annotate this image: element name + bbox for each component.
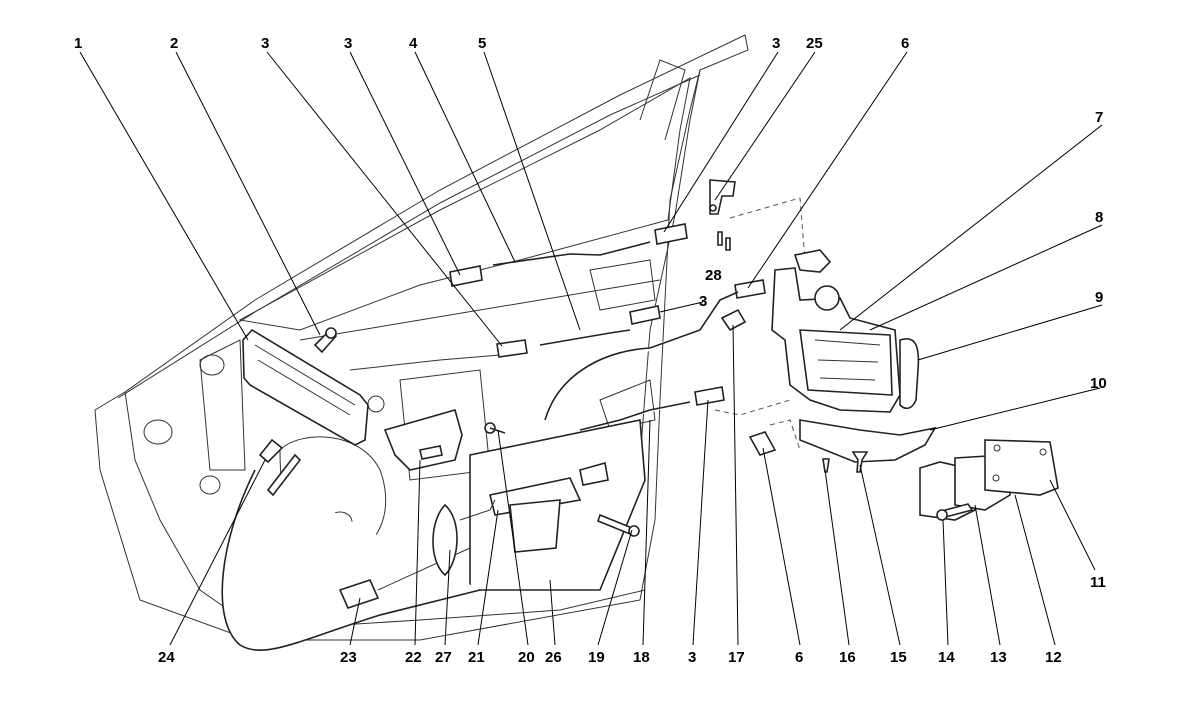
part-9-cover [899,338,920,410]
callout-11: 11 [1090,574,1106,591]
part-17-clip [720,308,747,332]
part-22-bracket [383,409,463,471]
part-25-bracket [709,179,736,215]
leader-lines [79,51,1103,646]
callout-3c: 3 [772,35,780,52]
callout-7: 7 [1095,109,1103,126]
part-3-pads [449,223,777,456]
callout-15: 15 [890,649,907,666]
callout-2: 2 [170,35,178,52]
callout-17: 17 [728,649,745,666]
part-27-loop [432,503,458,577]
callout-28: 28 [705,267,722,284]
callout-3a: 3 [261,35,269,52]
callout-23: 23 [340,649,357,666]
part-10-seal [799,419,937,463]
callout-labels: 1 2 3 3 4 5 3 25 6 7 8 9 28 3 10 11 24 2… [74,35,1107,666]
callout-20: 20 [518,649,535,666]
part-26-actuator [469,419,646,591]
part-19-bolt [597,513,640,537]
part-21-cable [459,499,496,521]
callout-1: 1 [74,35,82,52]
callout-3d: 3 [699,293,707,310]
part-28-bolts [717,231,731,251]
part-2-screw [313,327,338,354]
callout-9: 9 [1095,289,1103,306]
part-4-rod [492,241,651,266]
callout-19: 19 [588,649,605,666]
callout-24: 24 [158,649,175,666]
callout-22: 22 [405,649,422,666]
callout-8: 8 [1095,209,1103,226]
callout-3e: 3 [688,649,696,666]
part-18-cable [544,291,739,431]
part-20-screw [484,422,506,434]
callout-5: 5 [478,35,486,52]
part-1-panel [242,328,369,446]
callout-13: 13 [990,649,1007,666]
part-11-14-hinge [919,439,1059,521]
assembly-guide-lines [714,197,806,451]
callout-6b: 6 [795,649,803,666]
callout-27: 27 [435,649,452,666]
callout-18: 18 [633,649,650,666]
door-shell [94,34,749,641]
callout-10: 10 [1090,375,1107,392]
part-7-8-lock-assembly [771,249,901,413]
part-5-rod [539,329,631,346]
callout-25: 25 [806,35,823,52]
callout-26: 26 [545,649,562,666]
part-24-cable [221,438,481,651]
callout-6a: 6 [901,35,909,52]
callout-4: 4 [409,35,418,52]
callout-12: 12 [1045,649,1062,666]
part-15-16-screws [822,451,869,473]
callout-3b: 3 [344,35,352,52]
callout-14: 14 [938,649,955,666]
callout-16: 16 [839,649,856,666]
callout-21: 21 [468,649,485,666]
